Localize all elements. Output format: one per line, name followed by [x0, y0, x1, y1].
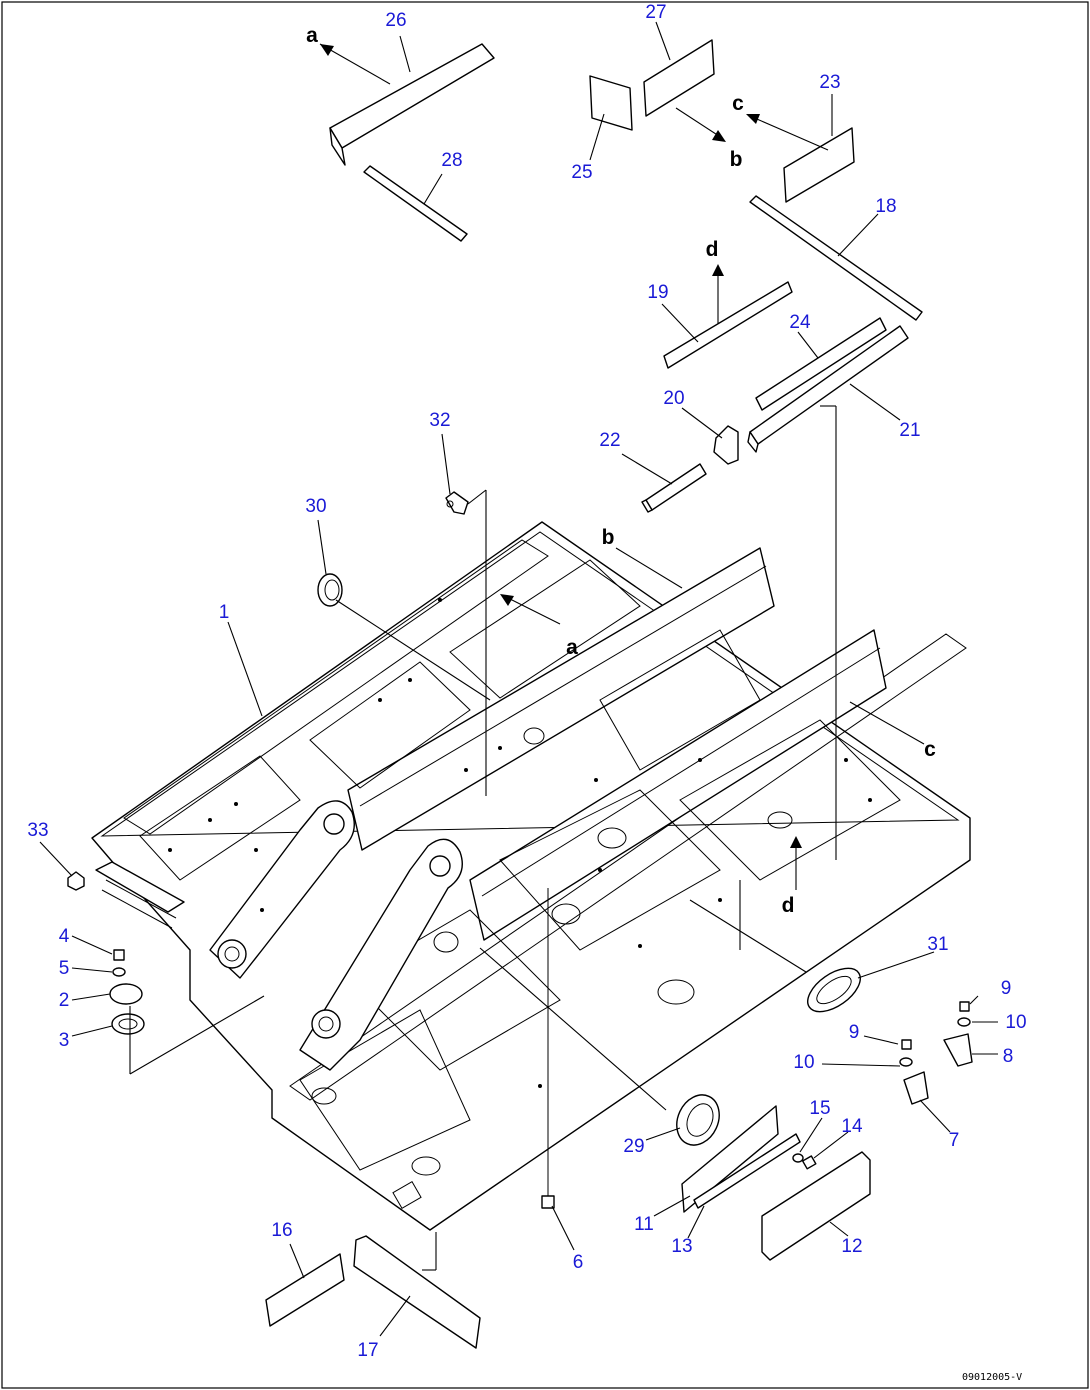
part-8-bracket: [943, 1033, 973, 1067]
callout-4: 4: [59, 926, 70, 947]
part-11-plate: [681, 1105, 779, 1213]
part-7-bracket: [903, 1071, 929, 1105]
callout-25: 25: [571, 162, 592, 183]
part-4-bolt: [113, 949, 125, 961]
callout-7: 7: [949, 1130, 960, 1151]
part-6-drain: [541, 888, 555, 1209]
part-3-gasket: [111, 1013, 145, 1035]
part-24-bar: [755, 317, 887, 411]
part-16-plate: [265, 1253, 345, 1327]
leader-lines: [39, 21, 998, 1337]
callout-10-upper: 10: [1005, 1012, 1026, 1033]
callout-13: 13: [671, 1236, 692, 1257]
part-22-angle: [641, 463, 707, 513]
part-17-plate: [353, 1235, 481, 1349]
part-23-plate: [783, 127, 855, 203]
part-9-bolt-upper: [959, 1001, 970, 1012]
callout-24: 24: [789, 312, 811, 333]
callout-30: 30: [305, 496, 326, 517]
part-2-cover: [109, 983, 143, 1005]
part-26-angle-plate: [329, 43, 495, 166]
ref-a-top: a: [306, 24, 318, 47]
callout-9-upper: 9: [1001, 978, 1012, 999]
callout-21: 21: [899, 420, 920, 441]
callout-33: 33: [27, 820, 48, 841]
callout-22: 22: [599, 430, 620, 451]
ref-c-top: c: [732, 92, 744, 115]
ref-d-frame: d: [782, 894, 795, 917]
callout-1: 1: [219, 602, 230, 623]
callout-16: 16: [271, 1220, 292, 1241]
part-25-plate: [589, 75, 633, 131]
callout-28: 28: [441, 150, 462, 171]
ref-a-frame: a: [566, 636, 578, 659]
callouts: 26 28 27 25 23 18 19 24 21 20 22 32 30 1…: [27, 2, 1026, 1361]
drawing-code: 09012005-V: [962, 1372, 1022, 1383]
callout-31: 31: [927, 934, 948, 955]
part-9-bolt-lower: [901, 1039, 912, 1050]
part-29-grommet: [676, 1094, 720, 1146]
callout-9-lower: 9: [849, 1022, 860, 1043]
callout-18: 18: [875, 196, 896, 217]
part-20-bracket: [713, 425, 739, 465]
callout-26: 26: [385, 10, 406, 31]
callout-19: 19: [647, 282, 668, 303]
part-5-washer: [112, 967, 126, 977]
part-32-clip: [445, 491, 469, 515]
callout-3: 3: [59, 1030, 70, 1051]
callout-20: 20: [663, 388, 684, 409]
callout-12: 12: [841, 1236, 862, 1257]
callout-8: 8: [1003, 1046, 1014, 1067]
part-27-plate: [643, 39, 715, 117]
ref-b-frame: b: [602, 526, 615, 549]
part-30-grommet: [317, 573, 343, 607]
callout-10-lower: 10: [793, 1052, 814, 1073]
part-10-washer-upper: [957, 1017, 971, 1027]
callout-23: 23: [819, 72, 840, 93]
callout-17: 17: [357, 1340, 378, 1361]
frame-holes: [168, 598, 872, 1088]
callout-2: 2: [59, 990, 70, 1011]
part-28-bar: [363, 165, 468, 242]
part-10-washer-lower: [899, 1057, 913, 1067]
callout-5: 5: [59, 958, 70, 979]
part-15-washer: [792, 1153, 804, 1163]
part-1-main-frame: [91, 521, 971, 1231]
part-18-bar: [749, 195, 923, 321]
callout-6: 6: [573, 1252, 584, 1273]
part-19-bar: [663, 281, 793, 369]
part-31-grommet: [807, 967, 861, 1013]
part-13-bar: [693, 1133, 801, 1209]
part-21-angle-bar: [747, 325, 909, 453]
callout-32: 32: [429, 410, 450, 431]
callout-27: 27: [645, 2, 666, 23]
reference-letters: a b c d b a c d: [306, 24, 936, 917]
ref-c-frame: c: [924, 738, 936, 761]
part-33-plug: [67, 871, 85, 891]
callout-15: 15: [809, 1098, 830, 1119]
part-12-cover-plate: [761, 1151, 871, 1261]
ref-b-top: b: [730, 148, 743, 171]
callout-14: 14: [841, 1116, 863, 1137]
callout-11: 11: [634, 1214, 654, 1235]
ref-d-top: d: [706, 238, 719, 261]
part-14-bolt: [801, 1155, 817, 1170]
callout-29: 29: [623, 1136, 644, 1157]
